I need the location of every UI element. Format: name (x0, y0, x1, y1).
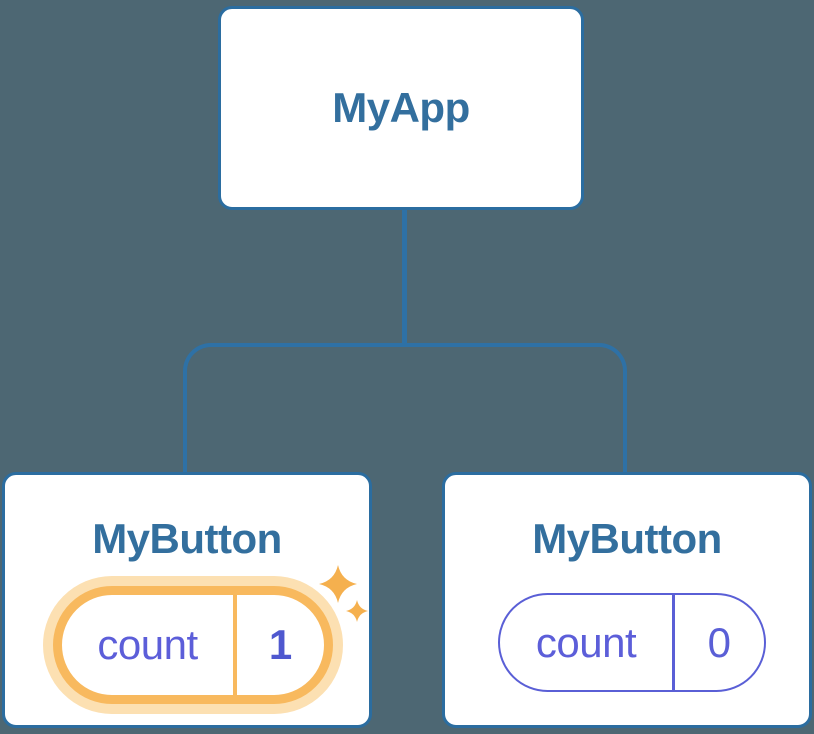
state-value-cell: 0 (675, 595, 765, 690)
pill-divider (672, 595, 675, 690)
connector-stem (402, 210, 407, 345)
sparkle-icon (319, 565, 368, 622)
state-value-cell: 1 (237, 595, 324, 695)
state-pill-plain: count 0 (498, 593, 766, 692)
node-label-mybutton-plain: MyButton (532, 515, 722, 562)
state-pill-highlighted: count 1 (53, 586, 333, 704)
node-label-myapp: MyApp (332, 84, 470, 131)
state-key-label: count (535, 618, 637, 666)
state-key-label: count (97, 621, 198, 668)
tree-node-mybutton-updated: MyButton count 1 (2, 472, 372, 728)
state-key-cell: count (62, 595, 233, 695)
state-value: 1 (268, 621, 293, 668)
state-key-cell: count (500, 595, 672, 690)
state-value: 0 (707, 618, 731, 666)
node-label-mybutton-updated: MyButton (92, 515, 282, 562)
tree-node-mybutton-plain: MyButton count 0 (442, 472, 812, 728)
tree-node-myapp: MyApp (218, 6, 584, 210)
pill-divider (233, 595, 237, 695)
connector-bracket (183, 343, 627, 472)
